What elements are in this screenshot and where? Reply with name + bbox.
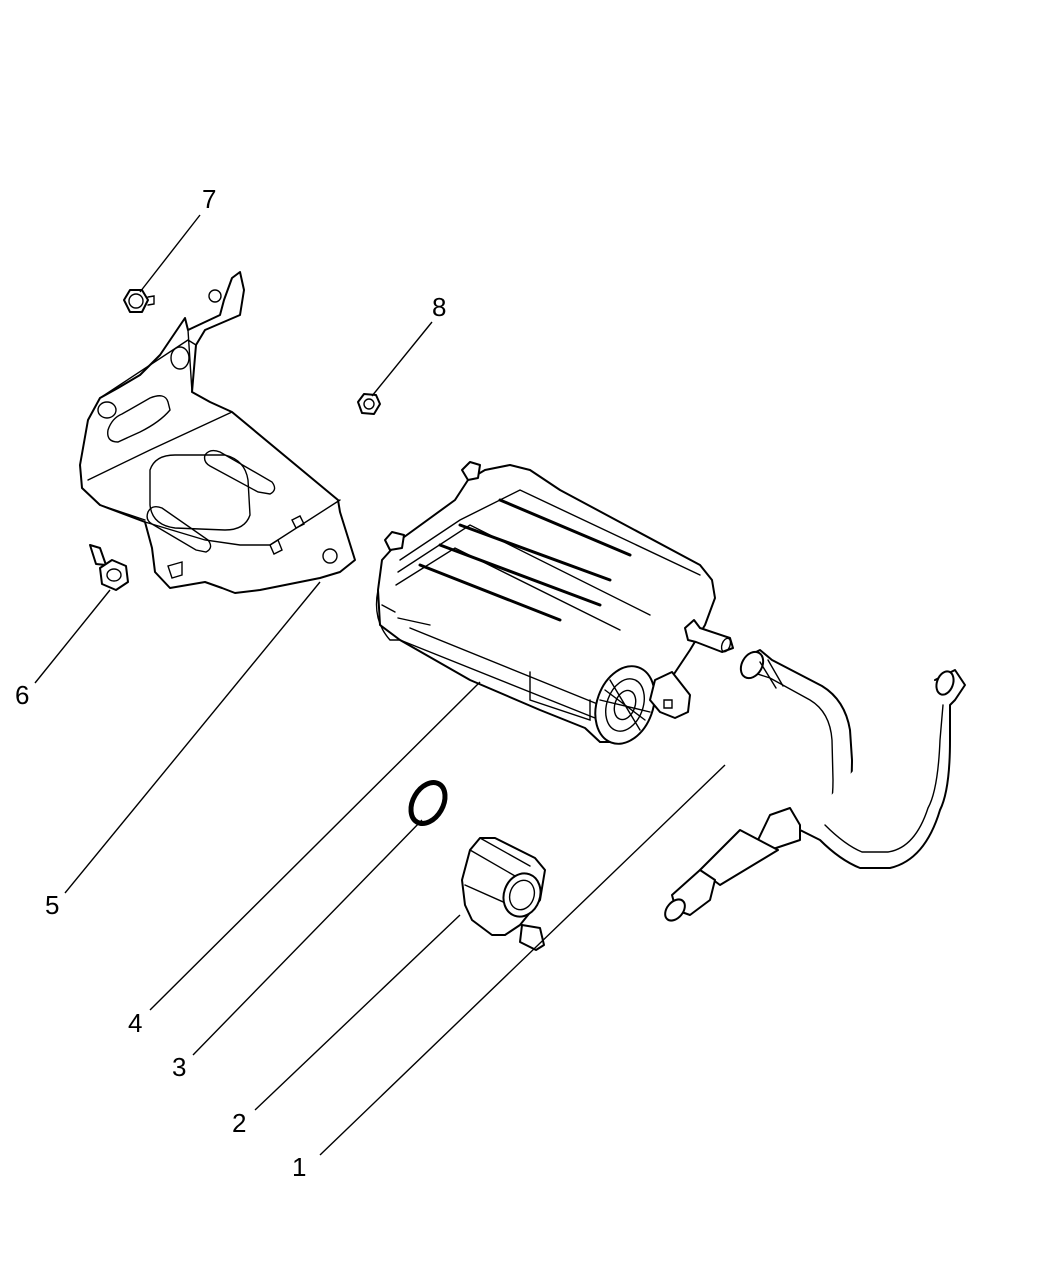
leader-1	[319, 764, 726, 1156]
callout-6: 6	[15, 680, 29, 710]
callout-labels: 1 2 3 4 5 6 7 8	[15, 184, 446, 1182]
callout-5: 5	[45, 890, 59, 920]
callout-3: 3	[172, 1052, 186, 1082]
leader-2	[254, 914, 461, 1111]
mounting-bracket	[79, 271, 356, 594]
o-ring	[408, 780, 448, 826]
callout-2: 2	[232, 1108, 246, 1138]
leader-7	[139, 214, 201, 293]
leader-8	[371, 321, 433, 397]
nut-8	[357, 393, 381, 415]
leader-3	[192, 819, 423, 1056]
leader-5	[64, 581, 321, 894]
callout-4: 4	[128, 1008, 142, 1038]
callout-7: 7	[202, 184, 216, 214]
callout-8: 8	[432, 292, 446, 322]
leader-lines	[34, 214, 726, 1156]
bolt-7	[123, 289, 155, 313]
vapor-tube-assembly	[664, 649, 966, 922]
callout-1: 1	[292, 1152, 306, 1182]
leader-6	[34, 589, 111, 684]
bolt-6	[89, 544, 129, 591]
evap-canister	[375, 461, 734, 745]
leak-detection-pump	[461, 837, 546, 951]
leader-4	[149, 681, 481, 1011]
